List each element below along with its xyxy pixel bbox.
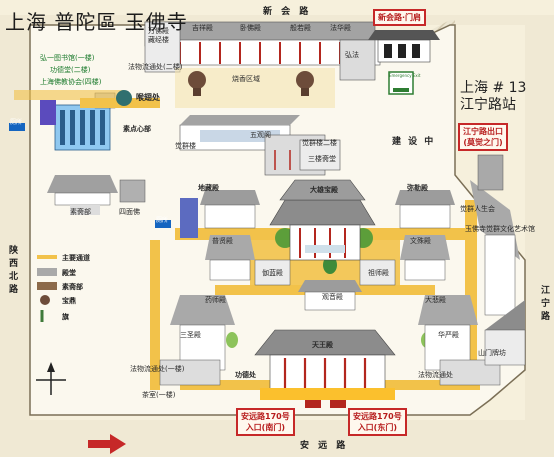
page-title: 上海 普陀區 玉佛寺 bbox=[5, 10, 188, 34]
street-east bbox=[525, 20, 554, 430]
teapot-symbol bbox=[116, 90, 132, 106]
legend-incense-burner: 宝鼎 bbox=[62, 297, 76, 305]
merit-office-label: 功德处 bbox=[235, 371, 256, 379]
banruo-hall-label: 般若殿 bbox=[290, 24, 311, 32]
toilet-label-center: 厕所 bbox=[156, 217, 169, 224]
southeast-entrance-label: 安远路170号 入口(东门) bbox=[348, 408, 407, 436]
street-west bbox=[0, 20, 30, 430]
dabei-hall-label: 大悲殿 bbox=[425, 296, 446, 304]
incense-area-label: 烧香区域 bbox=[232, 75, 260, 83]
sansheng-hall-label: 三圣殿 bbox=[180, 331, 201, 339]
library-label: 弘一图书馆(一楼) bbox=[40, 54, 95, 62]
east-exit-line-2: (莫觉之门) bbox=[463, 138, 503, 147]
snack-shop-label: 素点心部 bbox=[123, 125, 151, 133]
juequn-building-label: 觉群楼 bbox=[175, 142, 196, 150]
wuguan-pavilion-label: 五观阁 bbox=[250, 131, 271, 139]
flank-halls bbox=[200, 190, 455, 311]
guanyin-hall-label: 观音殿 bbox=[322, 293, 343, 301]
south-entrance-line-2: 入口(南门) bbox=[245, 423, 285, 432]
heavenly-king-hall-label: 天王殿 bbox=[312, 341, 333, 349]
south-entrance-line-1: 安远路170号 bbox=[241, 412, 290, 421]
wuguan-pavilion bbox=[264, 134, 341, 176]
south-entrance-label: 安远路170号 入口(南门) bbox=[236, 408, 295, 436]
emergency-exit-label: Emergency Exit bbox=[389, 73, 421, 78]
southeast-entrance-line-2: 入口(东门) bbox=[357, 423, 397, 432]
legend-vegetarian: 素斋部 bbox=[62, 283, 83, 291]
art-museum-label: 玉佛寺觉群文化艺术馆 bbox=[465, 225, 535, 233]
north-hall-row bbox=[144, 21, 381, 81]
mahavira-hall bbox=[269, 179, 376, 261]
shanmen-archway-label: 山门牌坊 bbox=[478, 349, 506, 357]
street-label-north: 新 会 路 bbox=[263, 7, 312, 17]
direction-arrow bbox=[88, 434, 126, 454]
vegetarian-dining-label: 素斋部 bbox=[70, 208, 91, 216]
jixiang-hall-label: 吉祥殿 bbox=[192, 24, 213, 32]
hongfa-hall-label: 弘法 bbox=[345, 51, 359, 59]
street-label-east: 江宁路 bbox=[539, 285, 549, 324]
north-gate-label: 新会路·门肩 bbox=[373, 9, 427, 26]
juequn-second-floor-label: 觉群楼二楼 bbox=[302, 139, 337, 147]
dizang-hall-label: 地藏殿 bbox=[198, 184, 219, 192]
east-halls bbox=[418, 154, 526, 386]
teahouse-label: 喉翅处 bbox=[136, 93, 160, 102]
sutra-hall-label: 万佛殿 藏经楼 bbox=[148, 27, 169, 45]
east-exit-line-1: 江宁路出口 bbox=[463, 127, 503, 136]
fahua-hall-label: 法华殿 bbox=[330, 24, 351, 32]
incense-burners bbox=[175, 68, 335, 108]
legend-main-path: 主要通道 bbox=[62, 254, 90, 262]
buddhist-association-label: 上海佛教协会(四楼) bbox=[40, 78, 102, 86]
street-north bbox=[0, 15, 554, 25]
zushi-hall-label: 祖师殿 bbox=[368, 269, 389, 277]
juequn-society-label: 觉群人生会 bbox=[460, 205, 495, 213]
legend-symbols bbox=[37, 255, 57, 322]
metro-station-label: 上海 # 13 江宁路站 bbox=[460, 80, 526, 114]
huayan-hall-label: 华严殿 bbox=[438, 331, 459, 339]
heavenly-king-hall bbox=[254, 329, 396, 408]
puxian-hall-label: 普贤殿 bbox=[212, 237, 233, 245]
mile-hall-label: 弥勒殿 bbox=[407, 184, 428, 192]
toilet-label-west: 厕所 bbox=[10, 119, 23, 126]
east-shop-label: 法物流通处 bbox=[418, 371, 453, 379]
compass bbox=[36, 362, 66, 395]
teahouse-floor-label: 茶室(一楼) bbox=[142, 391, 176, 399]
street-label-south: 安 远 路 bbox=[300, 441, 349, 451]
west-halls bbox=[47, 175, 235, 386]
north-gate-building bbox=[368, 30, 440, 63]
legend-hall: 殿堂 bbox=[62, 269, 76, 277]
mahavira-hall-label: 大雄宝殿 bbox=[310, 186, 338, 194]
street-label-west: 陕西北路 bbox=[7, 245, 17, 297]
west-tower bbox=[180, 198, 198, 238]
left-top-building-labels: 弘一图书馆(一楼) 功德堂(二楼) 上海佛教协会(四楼) bbox=[40, 52, 101, 88]
dining-hall-label: 三楼斋堂 bbox=[308, 155, 336, 163]
east-exit-label: 江宁路出口 (莫觉之门) bbox=[458, 123, 508, 151]
southeast-entrance-line-1: 安远路170号 bbox=[353, 412, 402, 421]
upper-shop-label: 法物流通处(二楼) bbox=[128, 63, 183, 71]
sutra-library-label: 藏经楼 bbox=[148, 36, 169, 44]
metro-station-line-2: 江宁路站 bbox=[460, 97, 516, 113]
lower-shop-label: 法物流通处(一楼) bbox=[130, 365, 185, 373]
buddhist-association-building bbox=[40, 92, 116, 151]
wanfo-hall-label: 万佛殿 bbox=[148, 27, 169, 35]
wenshu-hall-label: 文殊殿 bbox=[410, 237, 431, 245]
legend-flag: 旗 bbox=[62, 313, 69, 321]
metro-station-line-1: 上海 # 13 bbox=[460, 80, 527, 96]
wofo-hall-label: 卧佛殿 bbox=[240, 24, 261, 32]
merit-hall-label: 功德堂(二楼) bbox=[50, 66, 91, 74]
jialan-hall-label: 伽蓝殿 bbox=[262, 269, 283, 277]
four-faced-buddha-label: 四面佛 bbox=[119, 208, 140, 216]
toilet-icons bbox=[9, 123, 171, 228]
yaoshi-hall-label: 药师殿 bbox=[205, 296, 226, 304]
construction-label: 建 设 中 bbox=[392, 137, 436, 147]
